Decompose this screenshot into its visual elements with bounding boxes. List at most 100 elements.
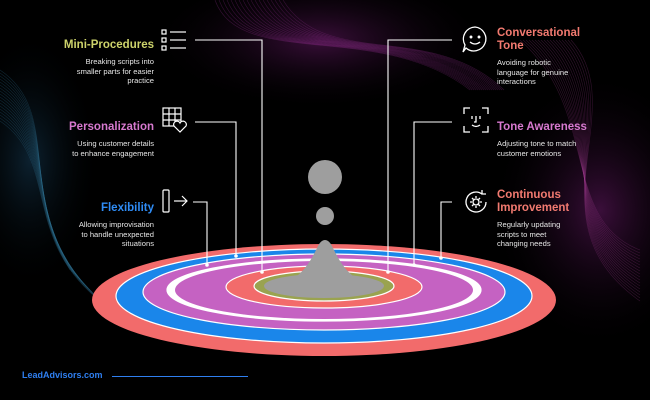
personalization-desc-line: to enhance engagement — [72, 148, 154, 158]
continuous-improvement-desc-line: changing needs — [497, 239, 551, 249]
brand-logo[interactable]: LeadAdvisors.com — [22, 370, 103, 380]
wave-line — [282, 0, 505, 91]
wave-line — [238, 0, 483, 91]
wave-line — [258, 0, 493, 91]
item-conversational-tone: Conversational Tone Avoiding robotic lan… — [497, 27, 637, 87]
item-mini-procedures: Mini-Procedures Breaking scripts into sm… — [40, 39, 154, 86]
wave-line — [0, 117, 103, 303]
large-dot — [308, 160, 342, 194]
wave-line — [250, 0, 489, 91]
wave-line — [0, 90, 85, 285]
connector-line-2 — [195, 121, 237, 256]
wave-line — [218, 0, 473, 91]
connector-lines — [193, 39, 452, 274]
wave-line — [0, 105, 95, 295]
wave-line — [525, 39, 641, 257]
tone-awareness-desc-line: Adjusting tone to match — [497, 139, 577, 148]
wave-line — [214, 0, 471, 91]
personalization-title: Personalization — [69, 121, 154, 133]
wave-line — [0, 120, 105, 305]
conversational-tone-desc-line: language for genuine — [497, 67, 569, 77]
wave-line — [558, 39, 641, 290]
connector-line-3 — [193, 201, 208, 265]
arrow-right-box-icon — [162, 189, 188, 213]
continuous-improvement-title-line: Continuous — [497, 189, 561, 201]
peak-shape — [268, 240, 382, 286]
flexibility-description: Allowing improvisation to handle unexpec… — [40, 220, 154, 249]
background-waves — [0, 0, 650, 350]
conversational-tone-description: Avoiding robotic language for genuine in… — [497, 58, 637, 87]
conversational-tone-desc-line: Avoiding robotic — [497, 58, 551, 67]
wave-line — [234, 0, 481, 91]
mini-procedures-desc-line: practice — [127, 76, 154, 86]
wave-line — [242, 0, 485, 91]
wave-line — [0, 114, 101, 301]
wave-line — [0, 96, 89, 289]
mini-procedures-description: Breaking scripts into smaller parts for … — [40, 57, 154, 86]
mini-procedures-desc-line: smaller parts for easier — [76, 66, 154, 76]
wave-line — [570, 39, 641, 302]
conversational-tone-title-line: Tone — [497, 40, 524, 52]
wave-line — [0, 72, 73, 273]
wave-line — [543, 39, 641, 275]
wave-line — [0, 78, 77, 277]
table-heart-icon — [162, 107, 187, 133]
flexibility-title: Flexibility — [100, 202, 154, 214]
wave-line — [270, 0, 499, 91]
tone-awareness-title: Tone Awareness — [497, 121, 587, 133]
wave-line — [278, 0, 503, 91]
concentric-rings — [92, 244, 556, 356]
connector-dot — [386, 270, 390, 274]
wave-line — [266, 0, 497, 91]
wave-line — [0, 75, 75, 275]
connector-dot — [260, 270, 264, 274]
conversational-tone-title-line: Conversational — [497, 27, 581, 39]
continuous-improvement-title-line: Improvement — [497, 202, 570, 214]
continuous-improvement-title: Continuous Improvement — [497, 189, 637, 215]
wave-line — [552, 39, 641, 284]
connector-dot — [205, 263, 209, 267]
wave-line — [0, 93, 87, 287]
wave-line — [0, 84, 81, 281]
connector-line-1 — [195, 39, 263, 272]
connector-dot — [412, 263, 416, 267]
center-peak — [268, 160, 382, 286]
wave-line — [537, 39, 641, 269]
personalization-desc-line: Using customer details — [77, 139, 154, 148]
conversational-tone-desc-line: interactions — [497, 77, 536, 87]
wave-line — [0, 87, 83, 283]
wave-line — [519, 39, 641, 251]
connector-dot — [439, 256, 443, 260]
wave-line — [230, 0, 479, 91]
wave-line — [0, 81, 79, 279]
small-dot — [316, 207, 334, 225]
wave-line — [564, 39, 641, 296]
wave-line — [528, 39, 641, 260]
item-tone-awareness: Tone Awareness Adjusting tone to match c… — [497, 121, 637, 158]
item-continuous-improvement: Continuous Improvement Regularly updatin… — [497, 189, 637, 249]
flexibility-desc-line: Allowing improvisation — [78, 220, 154, 229]
wave-line — [549, 39, 641, 281]
wave-line — [226, 0, 477, 91]
wave-line — [531, 39, 641, 263]
wave-line — [0, 111, 99, 299]
wave-line — [254, 0, 491, 91]
checklist-icon — [161, 29, 186, 51]
personalization-description: Using customer details to enhance engage… — [40, 139, 154, 158]
connector-dot — [234, 254, 238, 258]
gear-cycle-icon — [465, 190, 487, 213]
wave-line — [262, 0, 495, 91]
face-scan-icon — [463, 107, 489, 133]
chat-smile-icon — [462, 26, 487, 53]
flexibility-desc-line: to handle unexpected — [81, 229, 154, 239]
flexibility-desc-line: situations — [121, 239, 154, 249]
wave-line — [546, 39, 641, 278]
tone-awareness-description: Adjusting tone to match customer emotion… — [497, 139, 637, 158]
connector-line-5 — [413, 121, 452, 265]
wave-line — [561, 39, 641, 293]
wave-line — [534, 39, 641, 266]
conversational-tone-title: Conversational Tone — [497, 27, 637, 53]
item-personalization: Personalization Using customer details t… — [40, 121, 154, 158]
